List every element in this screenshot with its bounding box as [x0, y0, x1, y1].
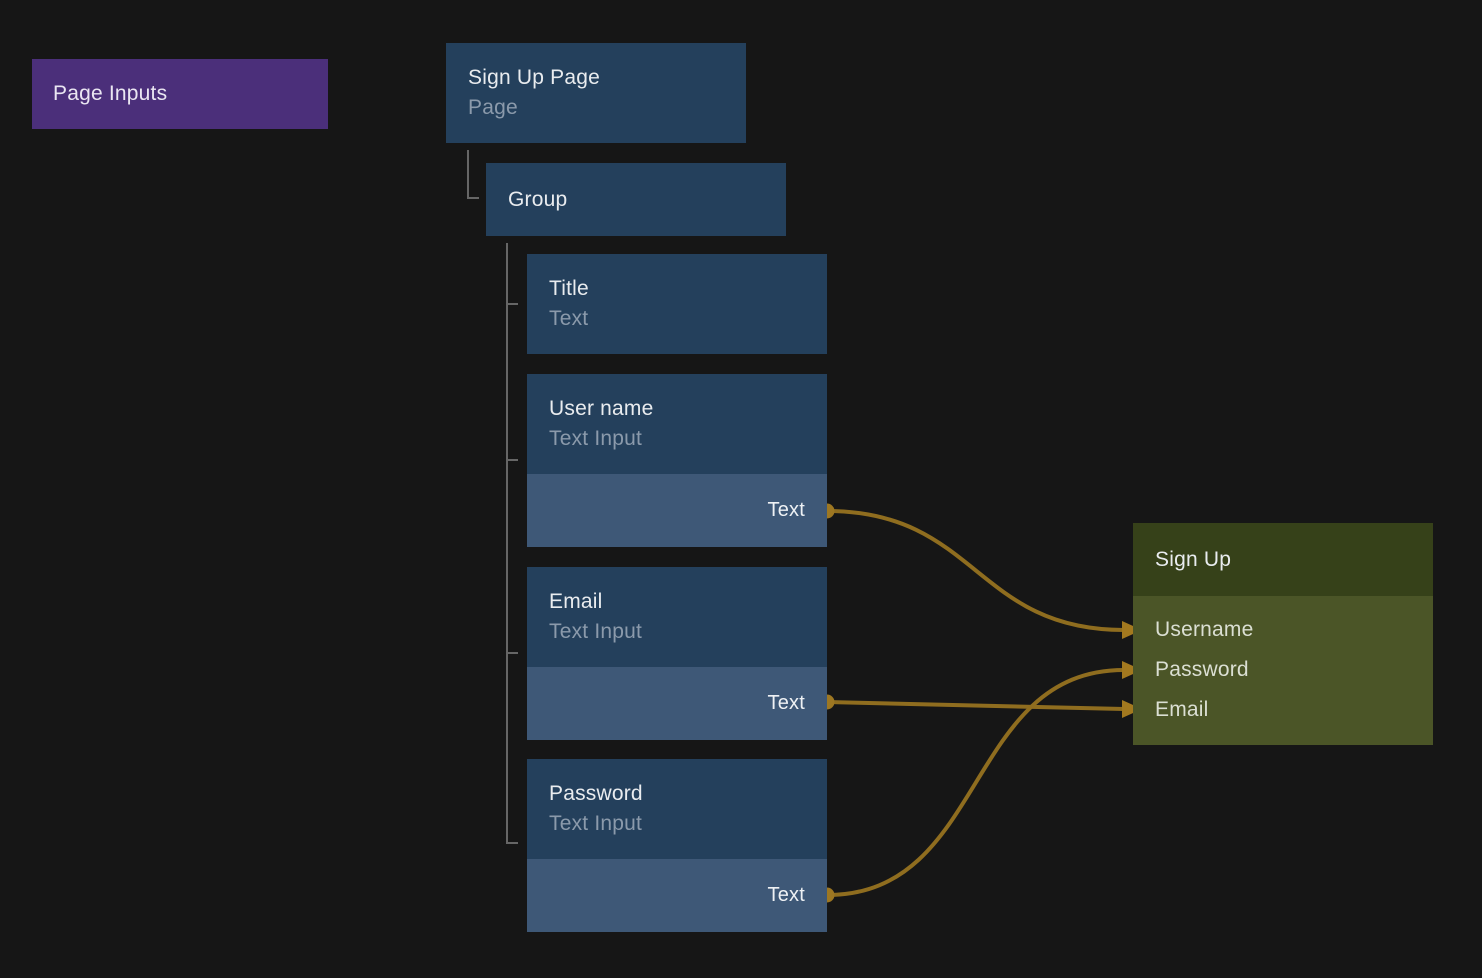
node-group[interactable]: Group [486, 163, 786, 236]
output-row-text: Text [527, 667, 827, 740]
output-port-label: Text [767, 884, 805, 906]
node-sign-up-page[interactable]: Sign Up Page Page [446, 43, 746, 143]
page-inputs-badge[interactable]: Page Inputs [32, 59, 328, 129]
wire-username[interactable] [826, 509, 1142, 639]
node-title: Sign Up [1155, 547, 1232, 571]
node-password[interactable]: Password Text Input Text [527, 759, 827, 932]
wire-email[interactable] [826, 700, 1142, 718]
node-title: Title [549, 277, 589, 300]
input-password[interactable]: Password [1155, 658, 1249, 681]
node-subtitle: Page [468, 96, 518, 119]
node-subtitle: Text Input [549, 427, 643, 450]
node-sign-up[interactable]: Sign Up Username Password Email [1133, 523, 1433, 745]
wire-password[interactable] [826, 661, 1142, 897]
node-subtitle: Text Input [549, 620, 643, 643]
node-title: Group [508, 187, 568, 211]
input-email[interactable]: Email [1155, 698, 1209, 721]
node-title-text[interactable]: Title Text [527, 254, 827, 354]
output-row-text: Text [527, 474, 827, 547]
node-subtitle: Text Input [549, 812, 643, 835]
tree-connector-lines [467, 150, 518, 844]
page-inputs-label: Page Inputs [53, 82, 168, 105]
node-subtitle: Text [549, 307, 589, 330]
node-title: Email [549, 590, 603, 613]
output-row-text: Text [527, 859, 827, 932]
node-email[interactable]: Email Text Input Text [527, 567, 827, 740]
output-port-label: Text [767, 692, 805, 714]
node-title: Password [549, 782, 643, 805]
output-port-label: Text [767, 499, 805, 521]
node-title: Sign Up Page [468, 66, 600, 89]
input-username[interactable]: Username [1155, 618, 1254, 641]
node-user-name[interactable]: User name Text Input Text [527, 374, 827, 547]
node-title: User name [549, 397, 654, 420]
